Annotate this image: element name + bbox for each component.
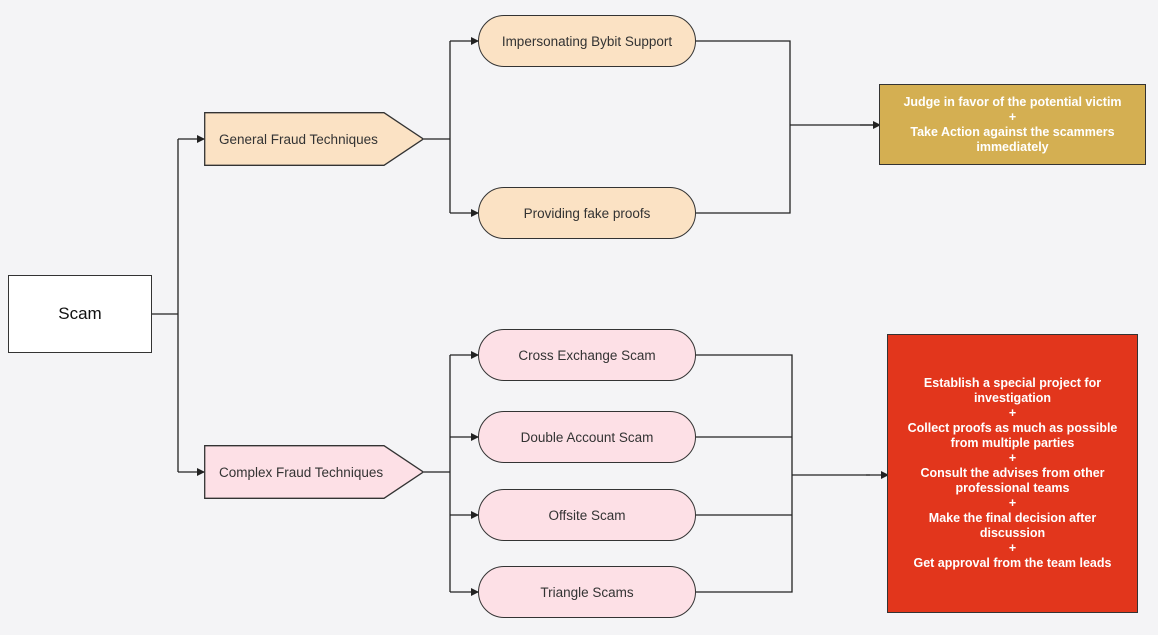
outcome-line: + [1008,109,1017,124]
category-complex-fraud: Complex Fraud Techniques [204,445,424,499]
technique-double-account: Double Account Scam [478,411,696,463]
category-general-fraud: General Fraud Techniques [204,112,424,166]
technique-impersonating-support: Impersonating Bybit Support [478,15,696,67]
connector-root-trunk [152,139,179,472]
outcome-line: investigation [973,391,1052,405]
root-label: Scam [58,304,102,323]
outcome-line: immediately [976,139,1049,154]
outcome-line: professional teams [955,481,1070,495]
outcome-line: + [1008,496,1017,510]
category-complex-label: Complex Fraud Techniques [219,464,384,480]
outcome-line: Get approval from the team leads [913,556,1112,570]
outcome-line: from multiple parties [950,436,1075,450]
outcome-line: Take Action against the scammers [910,124,1115,139]
outcome-line: + [1008,451,1017,465]
connector-general-trunk [424,41,451,213]
outcome-complex-action: Establish a special project for investig… [887,334,1138,613]
outcome-line: + [1008,406,1017,420]
technique-cross-exchange: Cross Exchange Scam [478,329,696,381]
technique-label: Double Account Scam [520,429,654,445]
technique-fake-proofs: Providing fake proofs [478,187,696,239]
outcome-line: discussion [979,526,1046,540]
technique-label: Cross Exchange Scam [518,347,656,363]
connector-complex-merge [696,354,870,593]
technique-triangle: Triangle Scams [478,566,696,618]
category-general-label: General Fraud Techniques [219,131,378,147]
outcome-line: Consult the advises from other [920,466,1105,480]
outcome-line: Judge in favor of the potential victim [903,94,1122,109]
outcome-line: Collect proofs as much as possible [907,421,1118,435]
connector-general-merge [696,40,879,214]
technique-label: Triangle Scams [540,584,634,600]
technique-offsite: Offsite Scam [478,489,696,541]
technique-label: Offsite Scam [548,507,626,523]
technique-label: Providing fake proofs [523,205,651,221]
outcome-line: + [1008,541,1017,555]
root-node-scam: Scam [8,275,152,353]
connector-complex-trunk [424,355,451,592]
technique-label: Impersonating Bybit Support [501,33,673,49]
outcome-line: Make the final decision after [928,511,1097,525]
outcome-general-action: Judge in favor of the potential victim +… [879,84,1146,165]
outcome-line: Establish a special project for [923,376,1102,390]
